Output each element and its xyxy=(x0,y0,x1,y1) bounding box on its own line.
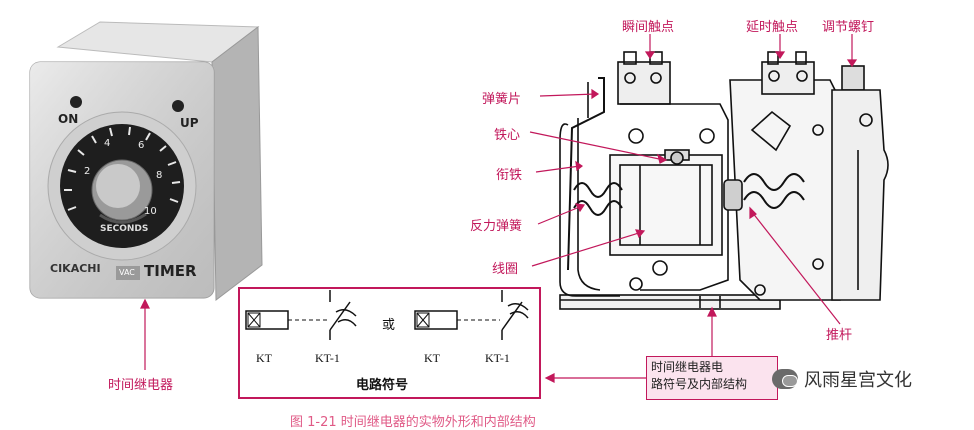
label-delay-contact: 延时触点 xyxy=(746,20,799,35)
label-coil: 线圈 xyxy=(492,262,519,277)
note-box: 时间继电器电 路符号及内部结构 xyxy=(646,356,778,400)
label-spring-plate: 弹簧片 xyxy=(482,92,522,107)
kt1-contact-label-1: KT-1 xyxy=(315,351,340,365)
dial-number-4: 4 xyxy=(104,138,111,149)
vac-label: VAC xyxy=(119,268,135,277)
kt-label-1: KT xyxy=(256,351,272,365)
kt-label-2: KT xyxy=(424,351,440,365)
label-push-rod: 推杆 xyxy=(826,328,853,343)
kt1-contact-label-2: KT-1 xyxy=(485,351,510,365)
timer-device-photo xyxy=(29,21,263,301)
dial-number-8: 8 xyxy=(156,170,163,181)
brand-label: CIKACHI xyxy=(50,262,101,275)
relay-internal-drawing xyxy=(559,51,889,310)
dial-number-6: 6 xyxy=(138,140,145,151)
circuit-symbol-box xyxy=(238,287,541,399)
timer-label: TIMER xyxy=(144,262,197,280)
on-label: ON xyxy=(58,112,79,126)
label-reaction-spring: 反力弹簧 xyxy=(470,219,523,234)
label-armature: 衔铁 xyxy=(496,168,523,183)
or-label: 或 xyxy=(382,317,396,332)
pointer-lines xyxy=(140,34,858,383)
note-line-2: 路符号及内部结构 xyxy=(651,377,748,391)
note-line-1: 时间继电器电 xyxy=(651,360,724,374)
up-label: UP xyxy=(180,116,199,130)
figure-caption: 图 1-21 时间继电器的实物外形和内部结构 xyxy=(290,415,536,430)
label-iron-core: 铁心 xyxy=(494,128,521,143)
label-time-relay: 时间继电器 xyxy=(108,378,174,393)
watermark-text: 风雨星宫文化 xyxy=(804,370,912,391)
watermark: 风雨星宫文化 xyxy=(772,366,912,392)
wechat-icon xyxy=(772,369,798,389)
seconds-label: SECONDS xyxy=(100,224,149,234)
label-instant-contact: 瞬间触点 xyxy=(622,20,675,35)
dial-number-10: 10 xyxy=(144,206,157,217)
dial-number-2: 2 xyxy=(84,166,91,177)
label-adjust-screw: 调节螺钉 xyxy=(822,20,875,35)
circuit-symbol-title: 电路符号 xyxy=(356,377,409,392)
